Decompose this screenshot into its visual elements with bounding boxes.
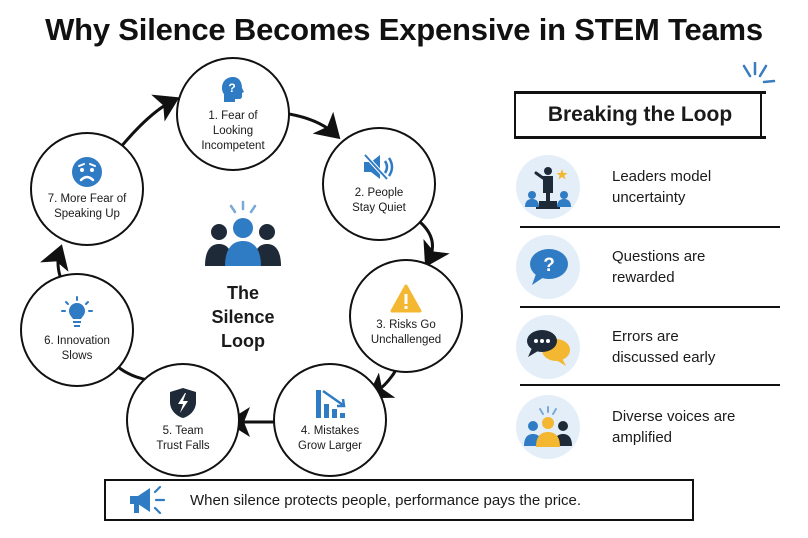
- leader-podium-icon: [516, 155, 580, 219]
- step-7-line1: 7. More Fear of: [47, 193, 127, 205]
- loop-step-1: ? 1. Fear of Looking Incompetent: [176, 57, 290, 171]
- breaking-item-1: Leaders model uncertainty: [516, 152, 786, 222]
- step-5-line2: Trust Falls: [156, 440, 210, 452]
- chat-bubbles-icon: [516, 315, 580, 379]
- loop-step-5: 5. Team Trust Falls: [126, 363, 240, 477]
- megaphone-icon: [130, 485, 166, 515]
- breaking-item-3-line1: Errors are: [612, 328, 679, 345]
- footer-banner: When silence protects people, performanc…: [104, 479, 694, 521]
- worried-face-icon: [72, 157, 102, 187]
- footer-text: When silence protects people, performanc…: [190, 491, 582, 509]
- step-1-line2: Looking: [212, 124, 254, 137]
- breaking-item-1-line2: uncertainty: [612, 189, 686, 206]
- breaking-loop-banner: Breaking the Loop: [514, 91, 766, 139]
- step-1-line1: 1. Fear of: [208, 109, 258, 122]
- loop-step-7: 7. More Fear of Speaking Up: [30, 132, 144, 246]
- breaking-item-4-line1: Diverse voices are: [612, 408, 736, 425]
- step-6-line1: 6. Innovation: [44, 335, 110, 347]
- loop-step-6: 6. Innovation Slows: [20, 273, 134, 387]
- center-title-line1: The: [226, 283, 259, 303]
- loop-step-4: 4. Mistakes Grow Larger: [273, 363, 387, 477]
- step-4-line2: Grow Larger: [298, 440, 362, 452]
- divider: [520, 226, 780, 228]
- declining-chart-icon: [316, 389, 346, 418]
- breaking-item-2-line2: rewarded: [612, 269, 675, 286]
- breaking-loop-title: Breaking the Loop: [547, 103, 733, 126]
- breaking-item-3-line2: discussed early: [612, 349, 716, 366]
- step-3-line1: 3. Risks Go: [376, 319, 436, 331]
- breaking-item-2-line1: Questions are: [612, 248, 706, 265]
- lightbulb-icon: [61, 296, 93, 327]
- breaking-item-4-line2: amplified: [612, 429, 673, 446]
- divider: [520, 306, 780, 308]
- step-3-line2: Unchallenged: [370, 334, 442, 346]
- sparkle-icon: [742, 62, 776, 84]
- question-bubble-icon: ?: [516, 235, 580, 299]
- loop-step-3: 3. Risks Go Unchallenged: [349, 259, 463, 373]
- loop-center: The Silence Loop: [188, 200, 298, 353]
- step-5-line1: 5. Team: [162, 425, 204, 437]
- broken-shield-icon: [170, 388, 196, 418]
- head-question-icon: ?: [222, 76, 244, 102]
- breaking-item-3: Errors are discussed early: [516, 312, 786, 382]
- step-4-line1: 4. Mistakes: [300, 425, 360, 437]
- warning-triangle-icon: [390, 284, 422, 313]
- step-2-line1: 2. People: [354, 187, 404, 199]
- breaking-item-2: ? Questions are rewarded: [516, 232, 786, 302]
- step-6-line2: Slows: [61, 350, 93, 362]
- people-group-icon: [205, 200, 281, 266]
- step-1-line3: Incompetent: [201, 139, 265, 152]
- divider: [520, 384, 780, 386]
- page-title: Why Silence Becomes Expensive in STEM Te…: [45, 12, 763, 47]
- step-2-line2: Stay Quiet: [352, 202, 406, 214]
- svg-text:?: ?: [543, 255, 555, 276]
- loop-step-2: 2. People Stay Quiet: [322, 127, 436, 241]
- diverse-team-icon: [516, 395, 580, 459]
- speaker-muted-icon: [363, 153, 394, 181]
- breaking-item-4: Diverse voices are amplified: [516, 392, 786, 462]
- step-7-line2: Speaking Up: [54, 208, 120, 220]
- svg-text:?: ?: [228, 81, 235, 95]
- breaking-item-1-line1: Leaders model: [612, 168, 712, 185]
- center-title-line2: Silence Loop: [211, 307, 275, 351]
